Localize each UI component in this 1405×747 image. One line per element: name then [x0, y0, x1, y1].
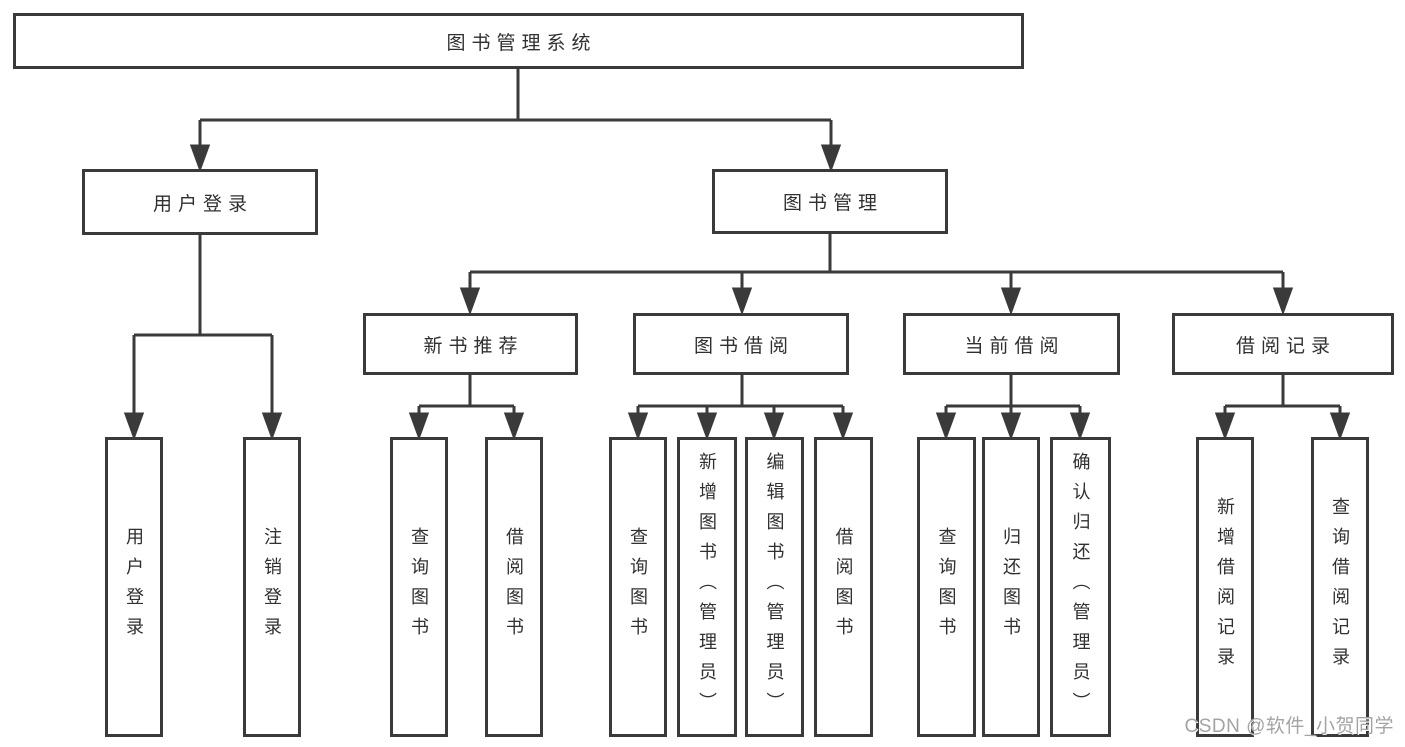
node-label: 新书推荐: [423, 335, 524, 357]
node-label: 图书借阅: [693, 335, 794, 357]
connector-user-login-children: [123, 235, 283, 441]
node-borrow-books-recommend: 借阅图书: [485, 437, 543, 737]
node-current-borrow: 当前借阅: [903, 313, 1120, 375]
node-borrow-books-borrow: 借阅图书: [814, 437, 873, 737]
node-query-borrow-record: 查询借阅记录: [1311, 437, 1369, 737]
node-label: 借阅图书: [504, 527, 524, 647]
node-root-label: 图书管理系统: [446, 32, 597, 54]
connector-root-to-level2: [189, 69, 842, 173]
node-label: 当前借阅: [964, 335, 1065, 357]
node-label: 用户登录: [124, 527, 144, 647]
node-add-borrow-record: 新增借阅记录: [1196, 437, 1254, 737]
node-label: 归还图书: [1001, 527, 1021, 647]
node-label: 编辑图书（管理员）: [764, 452, 785, 722]
node-label: 新增借阅记录: [1215, 497, 1235, 677]
node-borrow-records: 借阅记录: [1172, 313, 1394, 375]
watermark: CSDN @软件_小贺同学: [1184, 716, 1394, 737]
node-label: 图书管理: [782, 193, 883, 214]
node-return-books: 归还图书: [982, 437, 1040, 737]
node-label: 查询图书: [409, 527, 429, 647]
node-query-books-borrow: 查询图书: [609, 437, 667, 737]
node-query-books-recommend: 查询图书: [390, 437, 448, 737]
node-label: 借阅图书: [833, 527, 854, 647]
node-label: 查询图书: [628, 527, 648, 647]
node-root: 图书管理系统: [13, 13, 1024, 69]
connector-new-book-recommend-children: [408, 375, 525, 441]
node-edit-books-admin: 编辑图书（管理员）: [745, 437, 804, 737]
node-logout-action: 注销登录: [243, 437, 301, 737]
node-label: 借阅记录: [1235, 335, 1336, 357]
node-new-book-recommend: 新书推荐: [363, 313, 578, 375]
node-label: 查询图书: [936, 527, 957, 647]
node-label: 查询借阅记录: [1330, 497, 1350, 677]
connector-book-borrow-children: [627, 375, 854, 441]
node-user-login-action: 用户登录: [105, 437, 163, 737]
node-query-books-current: 查询图书: [917, 437, 976, 737]
connector-current-borrow-children: [935, 375, 1091, 441]
connector-book-management-children: [459, 234, 1294, 316]
node-add-books-admin: 新增图书（管理员）: [677, 437, 737, 737]
node-user-login: 用户登录: [82, 169, 318, 235]
node-label: 注销登录: [262, 527, 282, 647]
connector-borrow-records-children: [1214, 375, 1351, 441]
node-label: 确认归还（管理员）: [1070, 452, 1091, 722]
node-book-management: 图书管理: [712, 169, 948, 234]
node-book-borrow: 图书借阅: [633, 313, 849, 375]
node-confirm-return-admin: 确认归还（管理员）: [1050, 437, 1111, 737]
node-label: 新增图书（管理员）: [697, 452, 717, 722]
node-label: 用户登录: [152, 193, 253, 215]
